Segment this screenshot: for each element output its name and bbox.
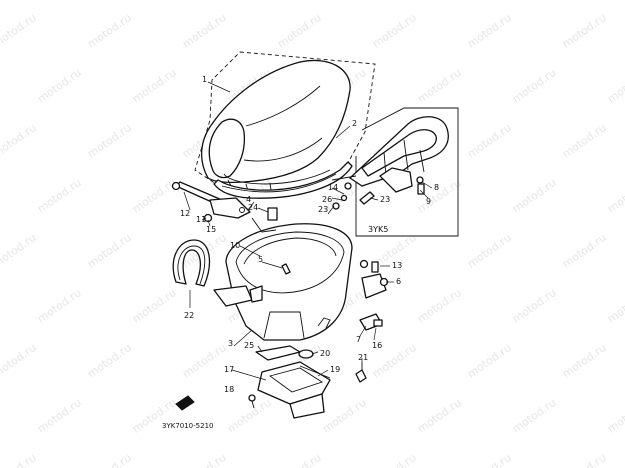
tray: [248, 361, 331, 419]
callout-3: 3: [228, 339, 233, 348]
inset-label: 3YK5: [368, 225, 388, 234]
callout-20: 20: [320, 349, 330, 358]
callout-5: 5: [258, 255, 263, 264]
u-seal: [172, 239, 211, 287]
callout-25: 25: [244, 341, 254, 350]
callout-6: 6: [396, 277, 401, 286]
cover-plate: [255, 345, 314, 361]
callout-15: 15: [206, 225, 216, 234]
callout-4: 4: [246, 195, 251, 204]
callout-21: 21: [358, 353, 368, 362]
bracket-24: [267, 207, 278, 221]
callout-7: 7: [356, 335, 361, 344]
callout-9: 9: [426, 197, 431, 206]
callout-26: 26: [322, 195, 332, 204]
box-bolts: [281, 194, 348, 275]
seat-frame-strip: [213, 161, 353, 199]
callout-23b: 23: [380, 195, 390, 204]
callout-13: 13: [392, 261, 402, 270]
callout-16: 16: [372, 341, 382, 350]
callout-10: 10: [230, 241, 240, 250]
seat: [201, 59, 351, 192]
rear-carrier: [349, 116, 449, 193]
carrier-inset-box: [355, 107, 459, 237]
lock-cable-parts: [355, 313, 383, 383]
carrier-bolts: [331, 175, 425, 205]
callout-18: 18: [224, 385, 234, 394]
callout-11: 11: [196, 215, 206, 224]
storage-box: [213, 217, 353, 341]
callout-24: 24: [248, 203, 258, 212]
diagram-code: 3YK7010-5210: [162, 422, 213, 430]
hinge-bracket: [203, 197, 251, 223]
callout-12: 12: [180, 209, 190, 218]
callout-19: 19: [330, 365, 340, 374]
direction-tag: [175, 395, 195, 411]
callout-23a: 23: [318, 205, 328, 214]
callout-14: 14: [328, 183, 338, 192]
callout-22: 22: [184, 311, 194, 320]
callout-8: 8: [434, 183, 439, 192]
callout-1: 1: [202, 75, 207, 84]
seat-lock: [359, 259, 389, 299]
leader-lines: [183, 81, 433, 381]
callout-17: 17: [224, 365, 234, 374]
callout-2: 2: [352, 119, 357, 128]
